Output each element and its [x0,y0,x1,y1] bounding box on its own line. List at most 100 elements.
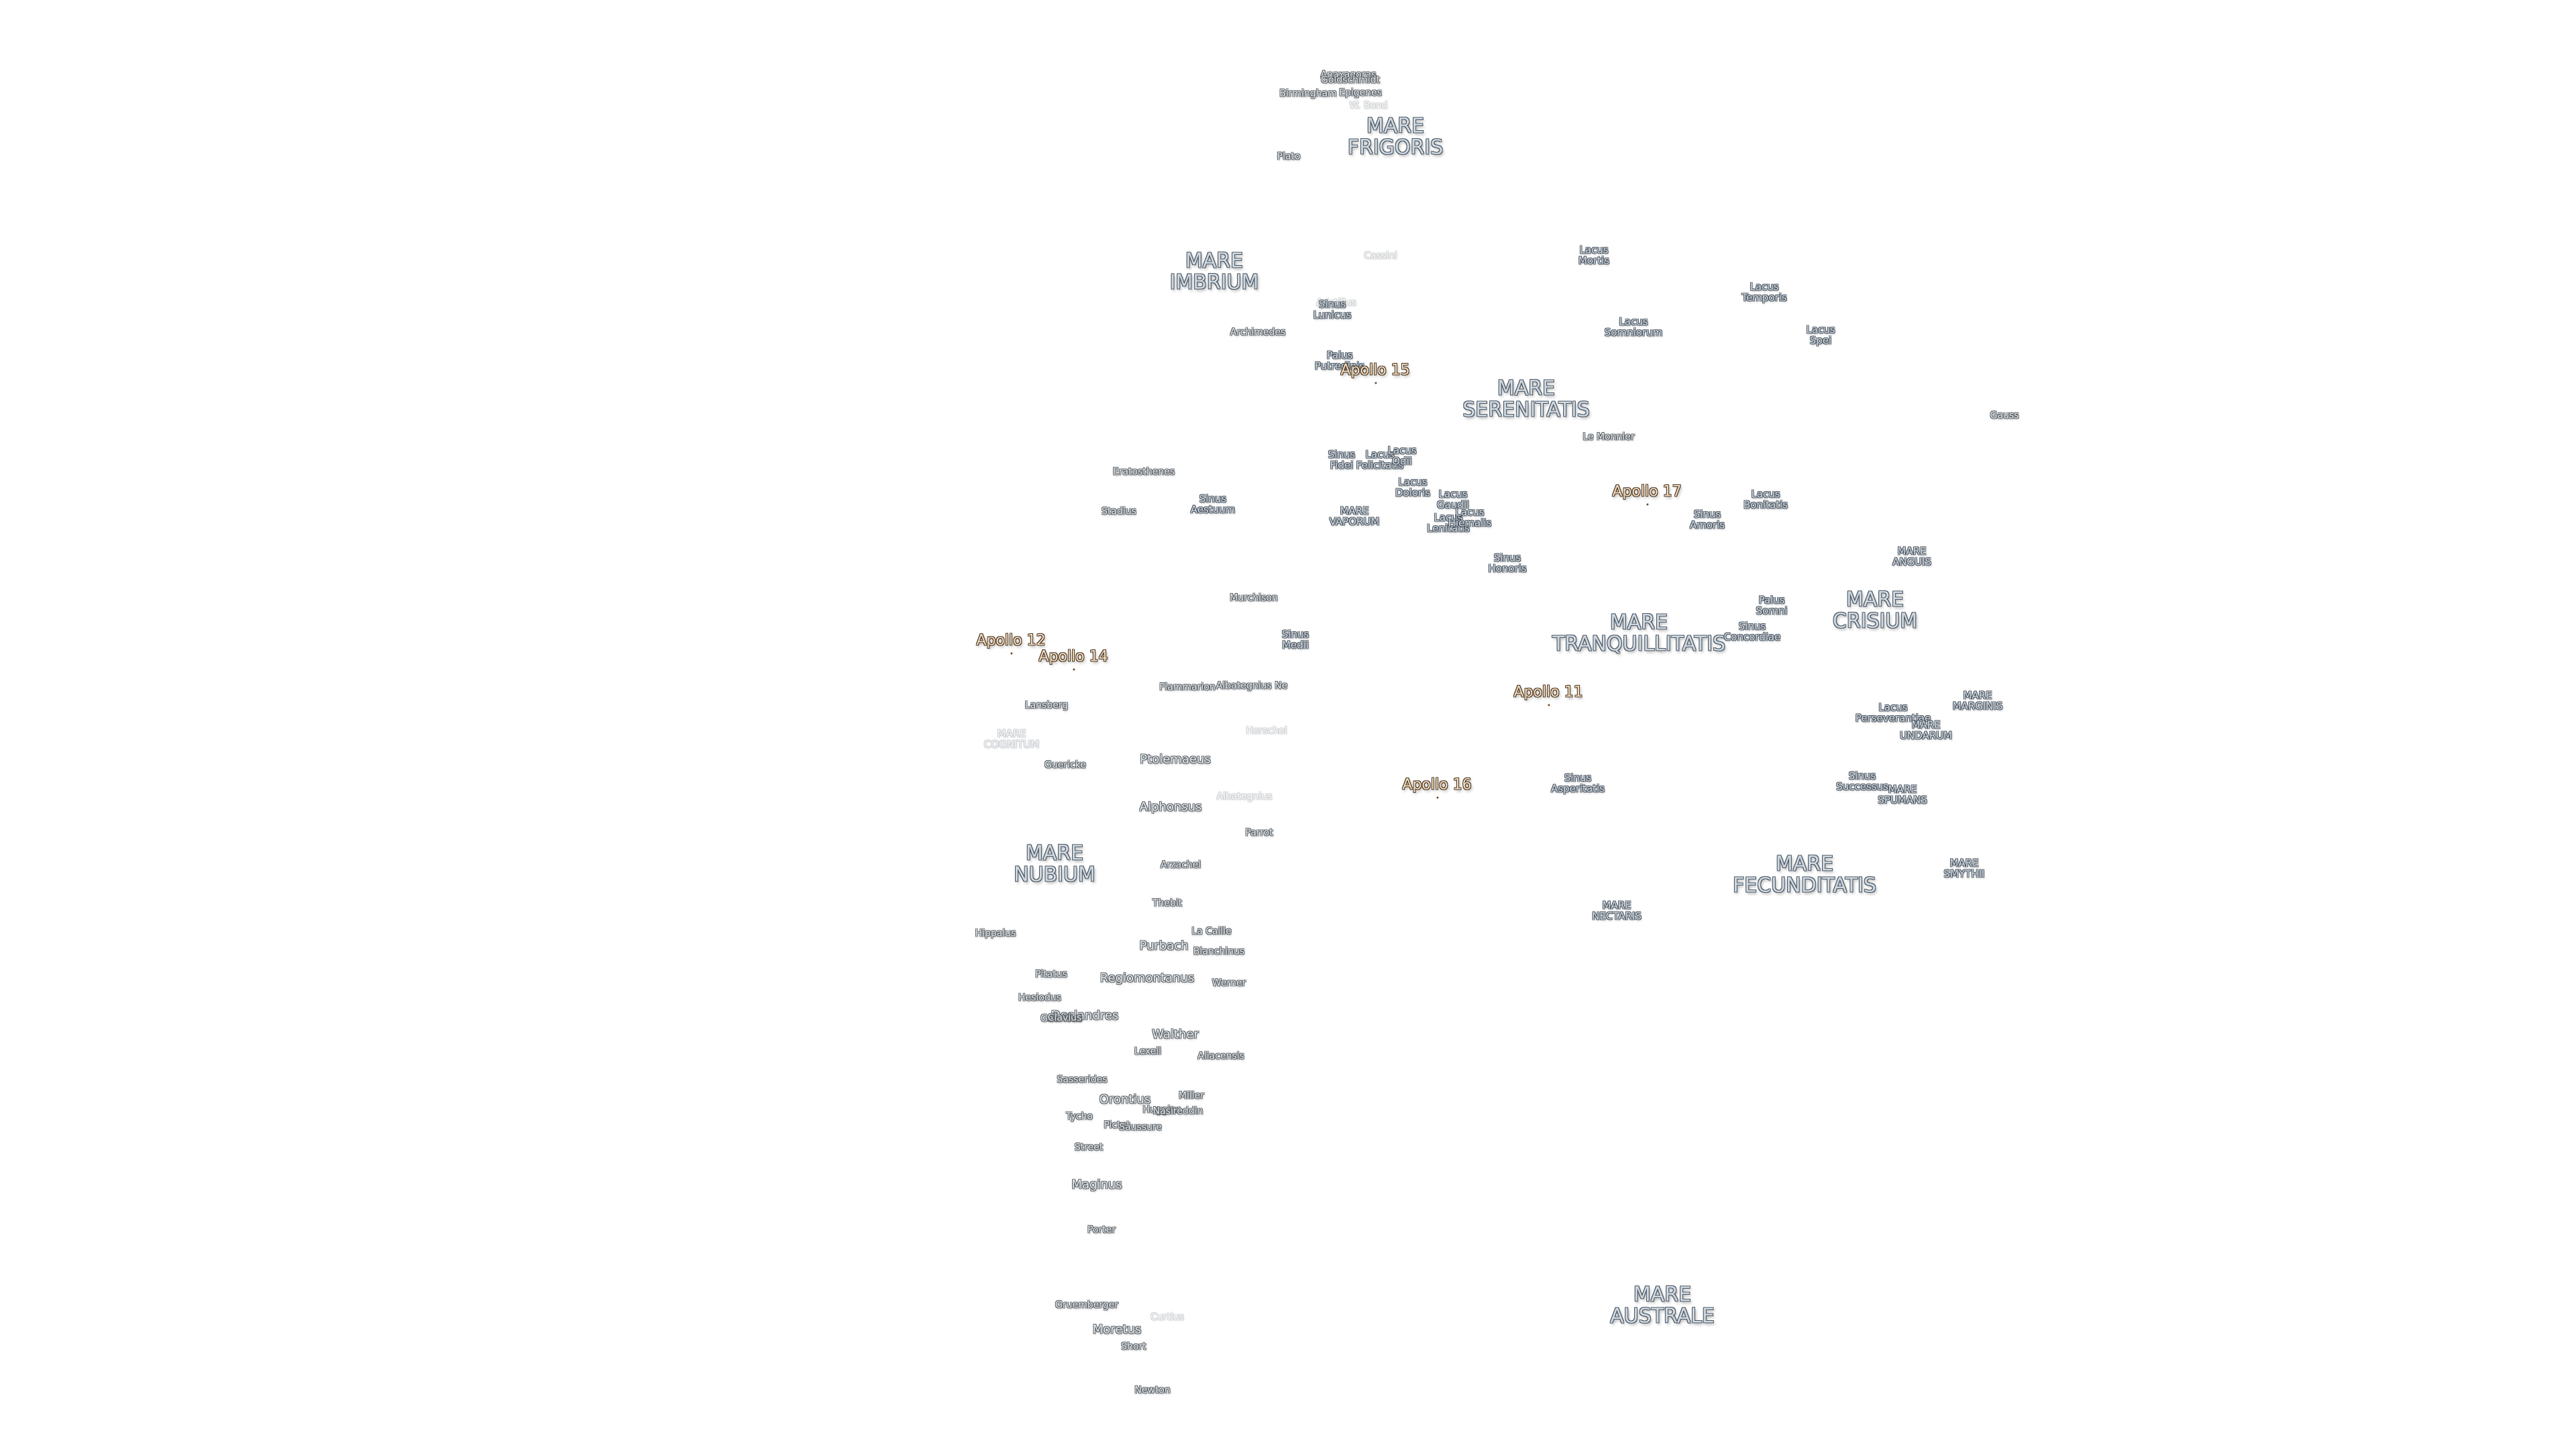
crater-label-arzachel[interactable]: Arzachel [1160,859,1201,871]
feature-label-lacus-somniorum[interactable]: Lacus Somniorum [1604,315,1663,338]
feature-label-mare-marginis[interactable]: MARE MARGINIS [1952,689,2003,712]
feature-label-mare-australe[interactable]: MARE AUSTRALE [1610,1283,1715,1328]
crater-label-saussure[interactable]: Saussure [1119,1122,1162,1133]
crater-label-archimedes[interactable]: Archimedes [1230,327,1286,338]
feature-label-mare-vaporum[interactable]: MARE VAPORUM [1329,504,1380,527]
feature-label-lacus-spei[interactable]: Lacus Spei [1806,323,1835,346]
crater-label-maginus[interactable]: Maginus [1071,1177,1122,1192]
feature-label-mare-cognitum[interactable]: MARE COGNITUM [983,727,1040,750]
crater-label-la-caille[interactable]: La Caille [1191,926,1232,937]
feature-label-lacus-perseverantiae[interactable]: Lacus Perseverantiae [1855,701,1931,724]
crater-label-epigenes[interactable]: Epigenes [1339,87,1382,99]
crater-label-gauricus[interactable]: Gauricus [1040,1013,1082,1024]
feature-label-sinus-medii[interactable]: Sinus Medii [1281,628,1309,651]
crater-label-tycho[interactable]: Tycho [1066,1111,1093,1122]
crater-label-purbach[interactable]: Purbach [1139,938,1189,953]
crater-label-flammarion[interactable]: Flammarion [1159,682,1216,693]
crater-label-regiomontanus[interactable]: Regiomontanus [1099,971,1195,985]
crater-label-blanchinus[interactable]: Blanchinus [1193,946,1245,957]
crater-label-gauss[interactable]: Gauss [1990,410,2019,421]
feature-label-mare-undarum[interactable]: MARE UNDARUM [1899,718,1953,741]
feature-label-sinus-successus[interactable]: Sinus Successus [1836,769,1888,792]
feature-label-mare-spumans[interactable]: MARE SPUMANS [1878,783,1927,806]
crater-label-anaxagoras[interactable]: Anaxagoras [1320,69,1377,80]
feature-label-lacus-hiemalis[interactable]: Lacus Hiemalis [1448,506,1492,529]
landing-site-apollo-15[interactable]: Apollo 15 [1340,362,1410,384]
crater-label-le-monnier[interactable]: Le Monnier [1582,431,1635,443]
crater-label-clavius[interactable]: Clavius [1047,1012,1082,1024]
landing-site-apollo-14[interactable]: Apollo 14 [1038,648,1108,671]
landing-site-apollo-17[interactable]: Apollo 17 [1612,483,1682,506]
feature-label-sinus-honoris[interactable]: Sinus Honoris [1488,551,1527,574]
crater-label-gruemberger[interactable]: Gruemberger [1055,1299,1118,1311]
feature-label-mare-imbrium[interactable]: MARE IMBRIUM [1169,249,1259,294]
crater-label-goldschmidt[interactable]: Goldschmidt [1321,74,1380,86]
crater-label-plato[interactable]: Plato [1277,151,1301,162]
crater-label-lansberg[interactable]: Lansberg [1024,700,1069,711]
crater-label-street[interactable]: Street [1074,1142,1104,1153]
crater-label-alphonsus[interactable]: Alphonsus [1139,800,1202,814]
feature-label-lacus-odii[interactable]: Lacus Odii [1387,444,1417,467]
crater-label-ptolemaeus[interactable]: Ptolemaeus [1140,752,1211,767]
crater-label-albategnius[interactable]: Albategnius [1216,791,1273,802]
feature-label-lacus-bonitatis[interactable]: Lacus Bonitatis [1743,488,1788,511]
crater-label-guericke[interactable]: Guericke [1044,759,1086,771]
feature-label-mare-fecunditatis[interactable]: MARE FECUNDITATIS [1733,852,1876,897]
feature-label-sinus-aestuum[interactable]: Sinus Aestuum [1190,492,1236,515]
crater-label-hesiodus[interactable]: Hesiodus [1018,992,1061,1004]
crater-label-pictet[interactable]: Pictet [1104,1120,1130,1131]
landing-site-apollo-16[interactable]: Apollo 16 [1402,776,1472,799]
crater-label-sasserides[interactable]: Sasserides [1057,1074,1108,1085]
landing-site-apollo-12[interactable]: Apollo 12 [976,632,1046,655]
feature-label-mare-anguis[interactable]: MARE ANGUIS [1892,545,1932,568]
crater-label-birmingham[interactable]: Birmingham [1279,88,1337,99]
feature-label-sinus-lunicus[interactable]: Sinus Lunicus [1313,298,1352,321]
crater-label-newton[interactable]: Newton [1134,1385,1171,1396]
feature-label-palus-somni[interactable]: Palus Somni [1756,594,1788,616]
crater-label-herschel[interactable]: Herschel [1246,725,1287,737]
crater-label-nasireddin[interactable]: Nasireddin [1152,1106,1203,1117]
crater-label-cassini[interactable]: Cassini [1364,250,1397,262]
feature-label-mare-nectaris[interactable]: MARE NECTARIS [1592,899,1642,922]
landing-site-apollo-11[interactable]: Apollo 11 [1513,684,1583,706]
crater-label-walther[interactable]: Walther [1152,1027,1199,1042]
crater-label-orontius[interactable]: Orontius [1099,1092,1151,1107]
feature-label-mare-tranquillitatis[interactable]: MARE TRANQUILLITATIS [1552,610,1726,655]
crater-label-eratosthenes[interactable]: Eratosthenes [1112,466,1175,478]
crater-label-moretus[interactable]: Moretus [1092,1322,1142,1337]
feature-label-lacus-lenitatis[interactable]: Lacus Lenitatis [1427,511,1470,534]
crater-label-stadius[interactable]: Stadius [1102,506,1136,517]
feature-label-sinus-concordiae[interactable]: Sinus Concordiae [1723,620,1781,643]
feature-label-mare-serenitatis[interactable]: MARE SERENITATIS [1462,376,1590,421]
feature-label-sinus-fidei[interactable]: Sinus Fidei [1328,448,1356,471]
feature-label-sinus-asperitatis[interactable]: Sinus Asperitatis [1550,771,1605,794]
feature-label-mare-smythii[interactable]: MARE SMYTHII [1943,857,1985,879]
crater-label-curtius[interactable]: Curtius [1150,1311,1184,1323]
crater-label-huggins[interactable]: Huggins [1142,1104,1181,1116]
feature-label-mare-nubium[interactable]: MARE NUBIUM [1014,841,1095,886]
crater-label-parrot[interactable]: Parrot [1245,827,1273,839]
feature-label-palus-putredinis[interactable]: Palus Putredinis [1314,349,1365,372]
feature-label-lacus-mortis[interactable]: Lacus Mortis [1578,244,1610,266]
crater-label-aliacensis[interactable]: Aliacensis [1197,1051,1244,1062]
crater-label-short[interactable]: Short [1121,1341,1146,1352]
crater-label-pitatus[interactable]: Pitatus [1035,969,1067,980]
crater-label-hippalus[interactable]: Hippalus [975,928,1016,939]
crater-label-murchison[interactable]: Murchison [1230,592,1278,604]
crater-label-lexell[interactable]: Lexell [1134,1046,1162,1057]
feature-label-lacus-felicitatis[interactable]: Lacus Felicitatis [1356,448,1404,471]
crater-label-albategnius-ne[interactable]: Albategnius Ne [1216,680,1288,692]
crater-label-aristillus[interactable]: Aristillus [1316,297,1356,309]
crater-label-miller[interactable]: Miller [1178,1090,1205,1102]
feature-label-sinus-amoris[interactable]: Sinus Amoris [1689,508,1725,531]
feature-label-mare-frigoris[interactable]: MARE FRIGORIS [1347,114,1444,159]
feature-label-lacus-doloris[interactable]: Lacus Doloris [1395,476,1431,498]
crater-label-w-bond[interactable]: W. Bond [1349,100,1388,111]
crater-label-porter[interactable]: Porter [1087,1224,1116,1236]
crater-label-thebit[interactable]: Thebit [1152,898,1183,909]
feature-label-mare-crisium[interactable]: MARE CRISIUM [1832,588,1918,633]
feature-label-lacus-gaudii[interactable]: Lacus Gaudii [1436,488,1470,511]
crater-label-werner[interactable]: Werner [1212,977,1246,989]
crater-label-deslandres[interactable]: Deslandres [1051,1008,1119,1023]
feature-label-lacus-temporis[interactable]: Lacus Temporis [1741,280,1787,303]
